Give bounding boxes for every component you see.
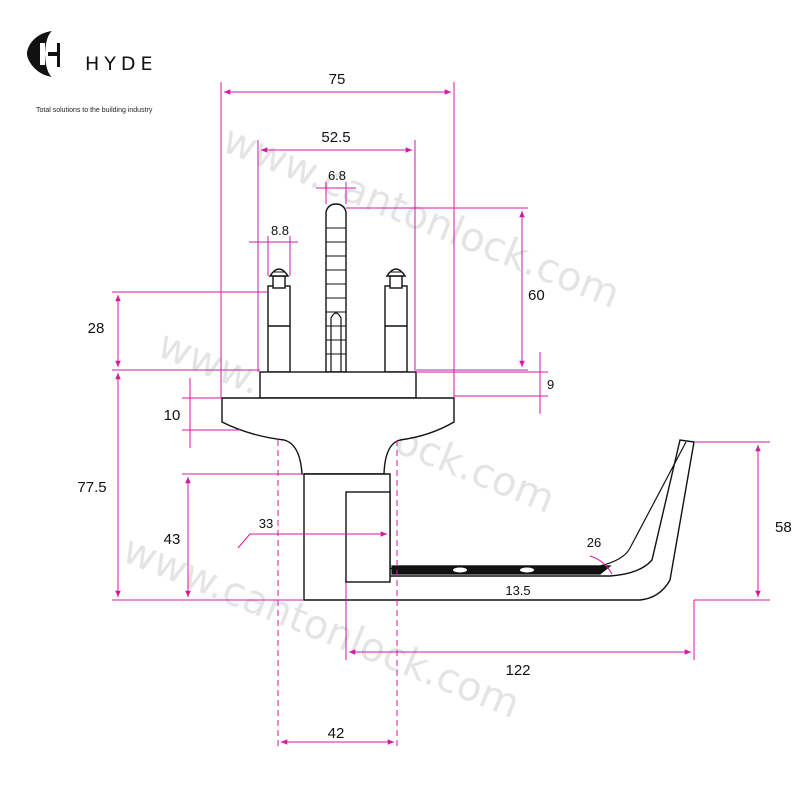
screw-post-left [267,268,291,373]
dim-58: 58 [775,519,792,536]
screw-post-right [384,268,408,373]
dim-9: 9 [547,377,554,392]
dim-33: 33 [259,516,273,531]
logo-h-mark [27,31,52,77]
dim-60: 60 [528,287,545,304]
dim-6-8: 6.8 [328,168,346,183]
dim-122: 122 [505,662,530,679]
brand-logo: HYDE Total solutions to the building ind… [27,31,158,114]
mounting-plate [259,371,417,399]
dim-13-5: 13.5 [505,583,530,598]
spindle-hole [345,491,391,583]
dim-26: 26 [587,535,601,550]
lever-handle-part [221,203,695,601]
dimension-labels: 75 52.5 6.8 8.8 60 28 9 10 77.5 43 33 26… [77,71,791,742]
dim-52-5: 52.5 [321,129,350,146]
threaded-spindle [325,203,347,373]
dim-77-5: 77.5 [77,479,106,496]
brand-tagline: Total solutions to the building industry [36,107,153,114]
dim-75: 75 [329,71,346,88]
dimension-lines [112,82,770,750]
dim-42: 42 [328,725,345,742]
dim-43: 43 [164,531,181,548]
brand-name: HYDE [85,53,158,75]
dim-28: 28 [88,320,105,337]
dim-8-8: 8.8 [271,223,289,238]
lever-insert [391,565,612,575]
dim-10: 10 [164,407,181,424]
